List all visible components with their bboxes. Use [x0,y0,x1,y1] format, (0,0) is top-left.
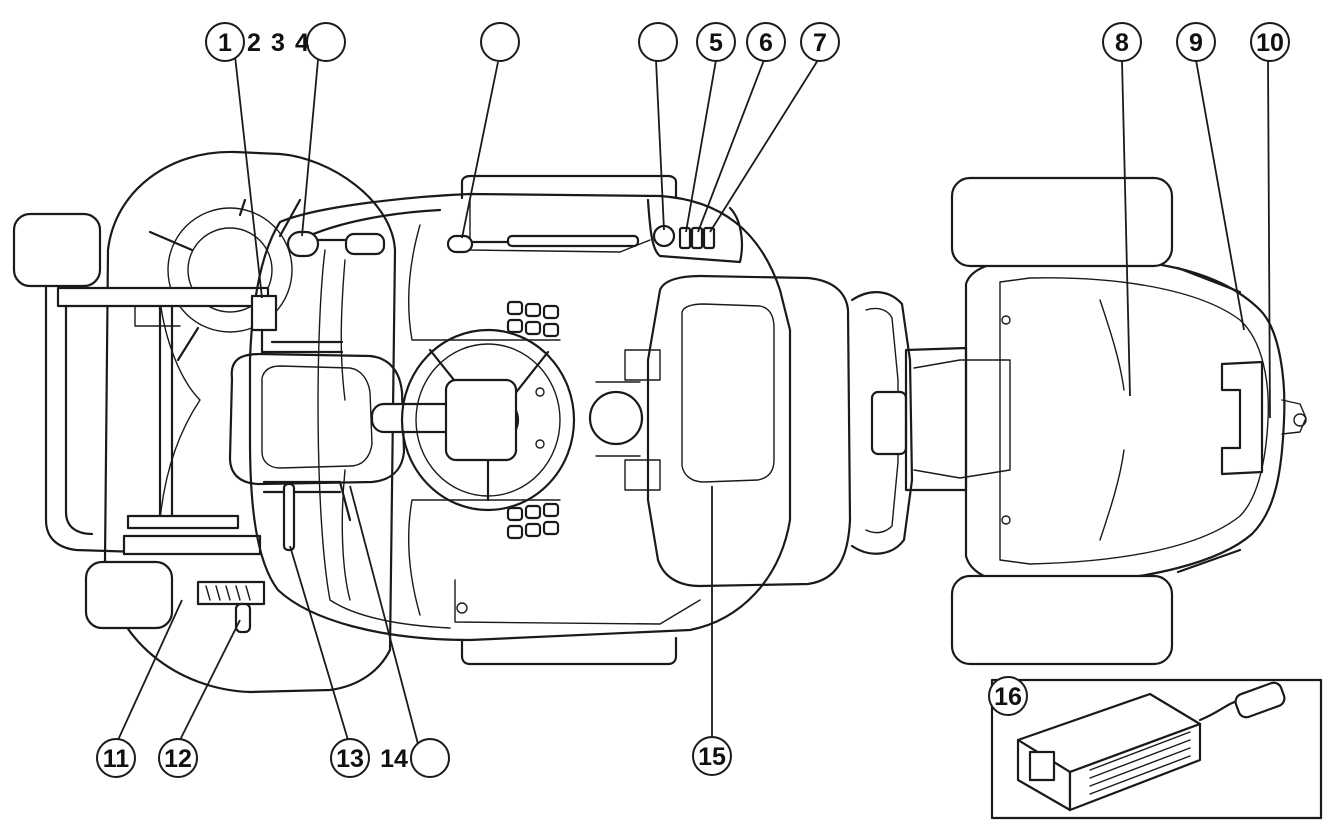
height-adjust-lever [196,580,266,634]
steering-wheel [400,328,576,512]
callout-13-label: 13 [336,745,364,773]
callout-4-label: 4 [295,29,309,57]
callout-7-label: 7 [813,29,827,57]
callout-10-label: 10 [1256,29,1284,57]
rear-wheel-top [950,176,1174,268]
dash-controls [446,198,744,264]
callout-11-label: 11 [103,745,130,773]
callout-15-label: 15 [698,743,726,771]
front-wheel-left [12,212,102,288]
callout-15: 15 [692,736,732,776]
callout-6: 6 [746,22,786,62]
callout-14: 14 [380,738,450,778]
leader-lines [117,55,1271,745]
callout-5-label: 5 [709,29,723,57]
callout-13: 13 [330,738,370,778]
callout-8-label: 8 [1115,29,1129,57]
front-wheel-right [84,560,174,630]
callout-7: 7 [800,22,840,62]
callout-14-label: 14 [380,745,408,773]
callout-9: 9 [1176,22,1216,62]
callout-4: 4 [295,22,346,62]
callout-12: 12 [158,738,198,778]
callout-6-label: 6 [759,29,773,57]
mower-body [248,174,792,666]
callout-10: 10 [1250,22,1290,62]
callout-16-label: 16 [994,683,1022,711]
callout-3-label: 3 [271,29,285,57]
callout-1: 1 [205,22,245,62]
callout-12-label: 12 [164,745,192,773]
charger-inset [990,678,1323,820]
callout-blank-b [638,22,678,62]
rear-wheel-bottom [950,574,1174,666]
callout-16: 16 [988,676,1028,716]
callout-5: 5 [696,22,736,62]
seat [624,274,914,588]
callout-blank-a [480,22,520,62]
callout-1-label: 1 [218,29,232,57]
callout-9-label: 9 [1189,29,1203,57]
fuel-cap [588,381,644,457]
callout-8: 8 [1102,22,1142,62]
callout-2-label: 2 [247,29,261,57]
callout-11: 11 [96,738,136,778]
cutting-deck [103,150,397,694]
steering-console [228,230,484,552]
rear-hood [904,256,1307,586]
battery-charger [1016,681,1286,812]
front-frame [44,284,270,556]
